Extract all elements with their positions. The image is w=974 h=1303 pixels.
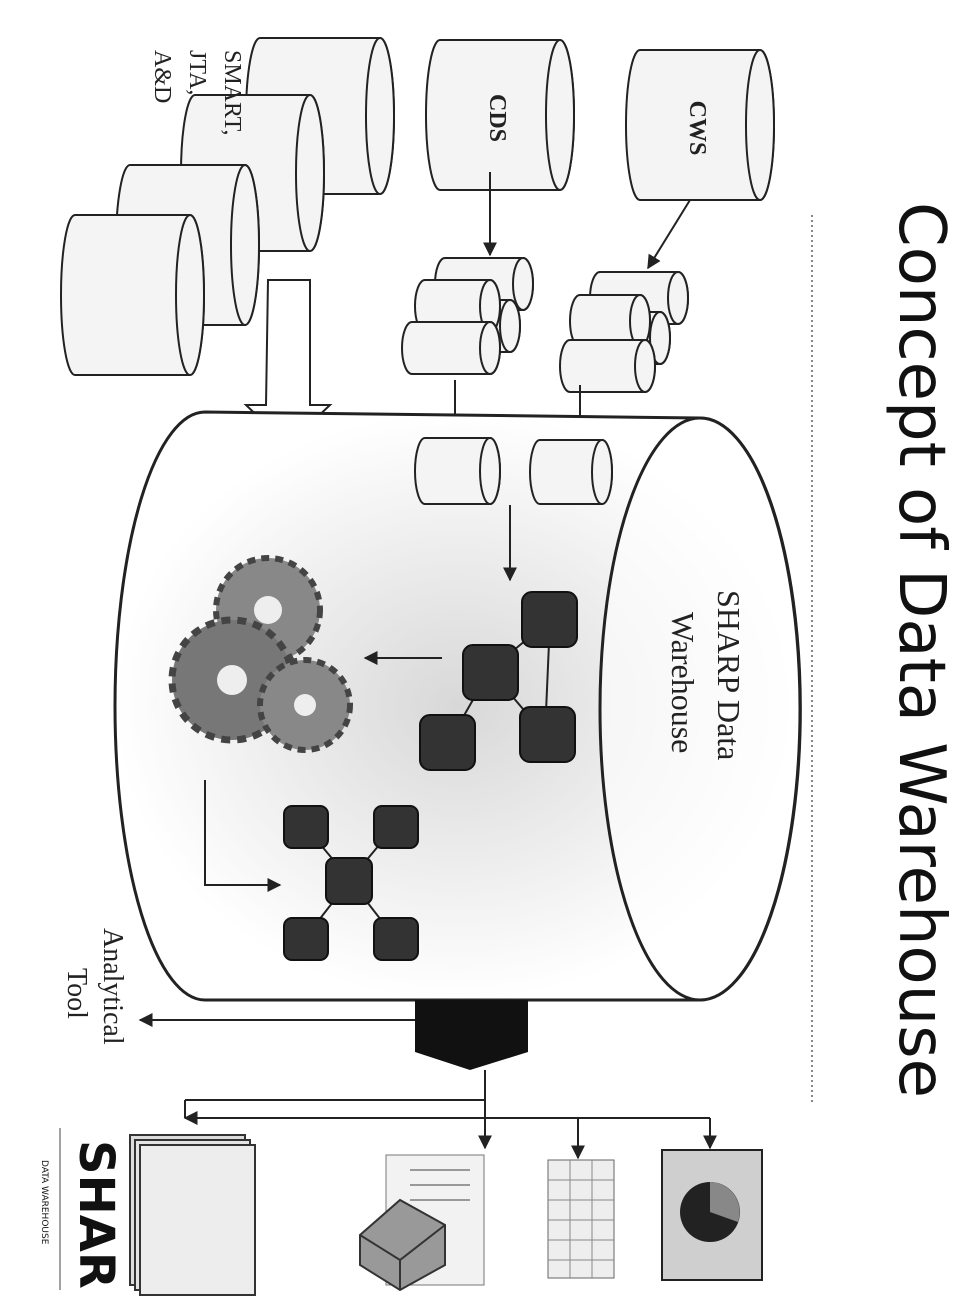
cws-source-cylinder (625, 49, 775, 201)
smart-label-2: JTA, (184, 50, 210, 95)
smart-label-3: A&D (149, 50, 175, 103)
cws-label: CWS (684, 101, 710, 156)
gears-to-network-arrow (204, 780, 282, 892)
gears-icon (168, 555, 353, 753)
cds-source-cylinder (425, 39, 575, 191)
cds-label: CDS (484, 94, 510, 142)
svg-text:DATA WAREHOUSE: DATA WAREHOUSE (39, 1160, 49, 1245)
pie-chart-report-icon (661, 1149, 763, 1281)
warehouse-cds-cylinder (414, 437, 501, 505)
dark-network-1 (419, 591, 578, 771)
warehouse-label-1: SHARP Data (711, 590, 747, 760)
warehouse-label-2: Warehouse (665, 612, 701, 753)
sharp-logo: SHAR DATA WAREHOUSE (39, 1128, 124, 1290)
svg-text:SHAR: SHAR (68, 1140, 124, 1289)
cds-staging-cylinders (401, 257, 534, 375)
cws-staging-cylinders (559, 271, 689, 393)
document-stack-icon (129, 1134, 256, 1296)
spreadsheet-report-icon (547, 1159, 615, 1279)
smart-label-1: SMART, (219, 50, 245, 135)
warehouse-output-block (415, 1000, 528, 1070)
warehouse-cylinder (113, 410, 802, 1002)
warehouse-cws-cylinder (529, 439, 613, 505)
output-distribution-arrows (183, 1070, 717, 1160)
smart-source-cylinders (60, 37, 395, 376)
page-title: Concept of Data Warehouse (884, 202, 958, 1098)
analytical-tool-label-2: Tool (61, 968, 92, 1019)
cube-report-icon (359, 1154, 485, 1292)
dark-network-2 (283, 805, 419, 961)
analytical-tool-label-1: Analytical (97, 928, 128, 1045)
cws-arrow (647, 199, 691, 270)
